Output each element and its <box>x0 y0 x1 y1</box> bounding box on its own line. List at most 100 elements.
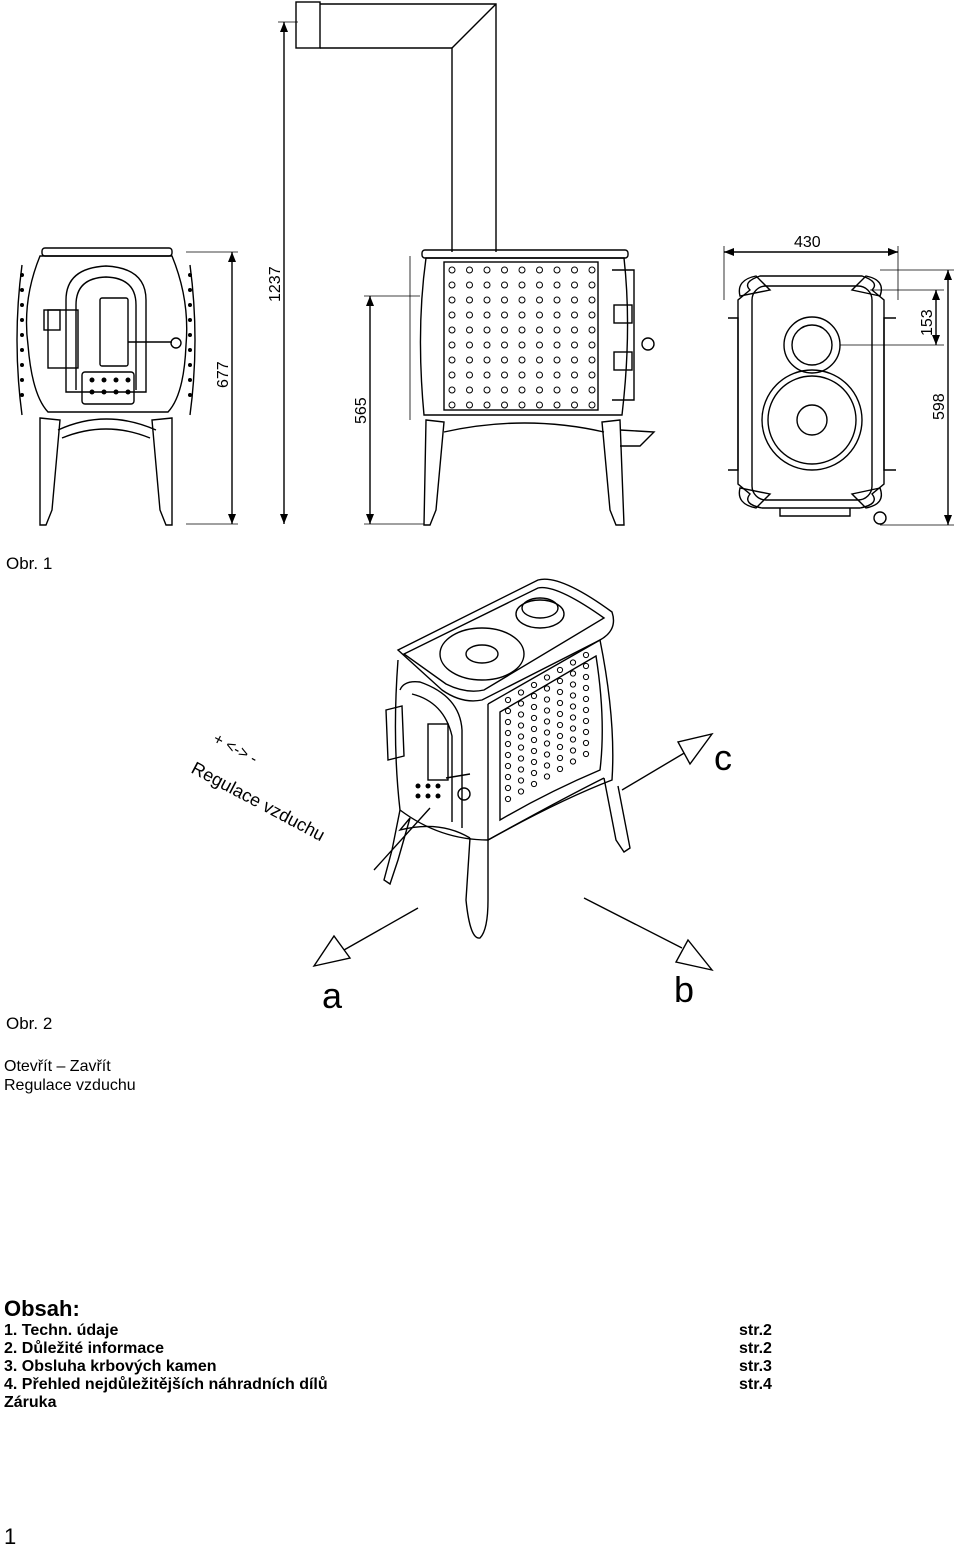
panel-dot <box>569 681 577 688</box>
panel-dot <box>543 751 551 758</box>
panel-dot <box>582 739 590 747</box>
panel-dot <box>517 766 525 773</box>
figure-1-drawing: 1237 677 565 430 153 598 <box>16 1 954 526</box>
panel-dot <box>588 356 596 364</box>
panel-dot <box>553 326 561 334</box>
panel-dot <box>582 673 590 681</box>
panel-dot <box>504 751 512 759</box>
panel-dot <box>569 725 577 732</box>
panel-dot <box>588 401 596 409</box>
panel-dot <box>553 341 561 349</box>
panel-dot <box>448 356 456 364</box>
panel-dot <box>518 341 526 349</box>
panel-dot <box>571 266 578 274</box>
panel-dot <box>466 311 473 319</box>
drawing-control-label: + <-> - <box>210 731 260 768</box>
dim-153: 153 <box>919 309 936 336</box>
panel-dot <box>571 281 578 289</box>
panel-dot <box>582 750 590 758</box>
panel-dot <box>569 714 577 721</box>
contents-list: 1. Techn. údaje str.2 2. Důležité inform… <box>4 1322 804 1412</box>
panel-dot <box>543 707 551 714</box>
panel-dot <box>483 266 491 274</box>
panel-dot <box>504 795 512 803</box>
panel-dot <box>501 356 508 364</box>
panel-dot <box>571 401 578 409</box>
panel-dot <box>588 266 596 274</box>
panel-dot <box>448 341 456 349</box>
panel-dot <box>556 732 564 740</box>
panel-dot <box>466 296 473 304</box>
panel-dot <box>466 341 473 349</box>
dim-430: 430 <box>794 234 821 251</box>
panel-dot <box>518 326 526 334</box>
panel-dot <box>543 718 551 725</box>
panel-dot <box>571 386 578 394</box>
panel-dot <box>536 371 543 379</box>
callout-b-label: b <box>674 969 694 1010</box>
panel-dot <box>518 356 526 364</box>
panel-dot <box>466 356 473 364</box>
panel-dot <box>530 692 538 700</box>
contents-item: Záruka <box>4 1394 804 1412</box>
panel-dot <box>466 371 473 379</box>
panel-dot <box>466 401 473 409</box>
panel-dot <box>530 714 538 722</box>
contents-item: 3. Obsluha krbových kamen str.3 <box>4 1358 804 1376</box>
panel-dot <box>483 341 491 349</box>
panel-dot <box>448 386 456 394</box>
panel-dot <box>518 371 526 379</box>
panel-dot <box>504 707 512 715</box>
panel-dot <box>556 743 564 751</box>
panel-dot <box>543 773 551 780</box>
panel-dot <box>553 401 561 409</box>
panel-dot <box>530 758 538 766</box>
contents-item-label: 2. Důležité informace <box>4 1340 165 1357</box>
panel-dot <box>466 281 473 289</box>
panel-dot <box>483 311 491 319</box>
panel-dot <box>556 677 564 685</box>
panel-dot <box>518 311 526 319</box>
panel-dot <box>501 326 508 334</box>
panel-dot <box>530 780 538 788</box>
panel-dot <box>536 266 543 274</box>
panel-dot <box>517 722 525 729</box>
panel-dot <box>501 296 508 304</box>
panel-dot <box>536 296 543 304</box>
panel-dot <box>582 706 590 714</box>
panel-dot <box>501 401 508 409</box>
panel-dot <box>530 725 538 733</box>
panel-dot <box>569 670 577 677</box>
panel-dot <box>556 688 564 696</box>
panel-dot <box>556 765 564 773</box>
panel-dot <box>518 266 526 274</box>
contents-item-label: 4. Přehled nejdůležitějších náhradních d… <box>4 1376 328 1393</box>
panel-dot <box>553 296 561 304</box>
panel-dot <box>553 266 561 274</box>
panel-dot <box>556 710 564 718</box>
legend-open-close: Otevřít – Zavřít <box>4 1058 111 1075</box>
panel-dot <box>448 371 456 379</box>
figure-1-caption: Obr. 1 <box>6 554 53 573</box>
panel-dot <box>501 266 508 274</box>
panel-dot <box>530 747 538 755</box>
panel-dot <box>569 659 577 666</box>
panel-dot <box>483 296 491 304</box>
panel-dot <box>536 386 543 394</box>
panel-dot <box>569 758 577 765</box>
panel-dot <box>543 740 551 747</box>
panel-dot <box>483 281 491 289</box>
contents-title: Obsah: <box>4 1296 80 1321</box>
panel-dot <box>448 401 456 409</box>
panel-dot <box>556 754 564 762</box>
panel-dot <box>582 695 590 703</box>
stove-front-view <box>16 247 196 526</box>
dim-598: 598 <box>931 393 948 420</box>
panel-dot <box>536 311 543 319</box>
stove-top-view <box>728 275 896 525</box>
contents-item-page: str.4 <box>739 1376 772 1393</box>
panel-dot <box>582 684 590 692</box>
panel-dot <box>518 386 526 394</box>
panel-dot <box>582 651 590 659</box>
panel-dot <box>483 371 491 379</box>
